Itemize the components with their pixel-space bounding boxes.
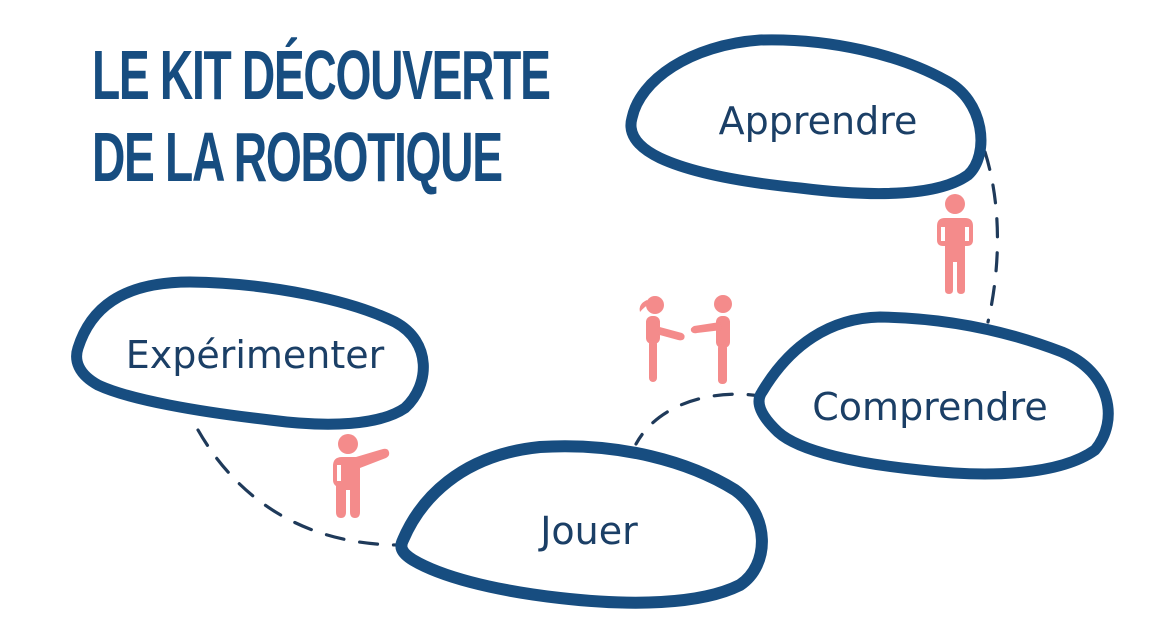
blob-jouer xyxy=(395,440,768,609)
node-apprendre: Apprendre xyxy=(718,99,918,143)
node-experimenter: Expérimenter xyxy=(125,333,385,377)
connector-apprendre-comprendre xyxy=(983,150,1000,324)
node-jouer: Jouer xyxy=(540,509,638,553)
title-line-2: DE LA ROBOTIQUE xyxy=(92,118,503,196)
title-line-1: LE KIT DÉCOUVERTE xyxy=(92,36,551,114)
blob-apprendre xyxy=(625,34,987,200)
page-title: LE KIT DÉCOUVERTE DE LA ROBOTIQUE xyxy=(92,34,551,198)
person-pointing-icon xyxy=(333,434,390,518)
blob-experimenter xyxy=(71,276,429,430)
people-handshake-icon xyxy=(639,295,732,384)
connector-comprendre-jouer xyxy=(634,392,768,446)
person-standing-icon xyxy=(937,194,973,294)
connector-jouer-experimenter xyxy=(196,428,402,547)
blob-comprendre xyxy=(753,311,1114,480)
node-comprendre: Comprendre xyxy=(812,385,1048,429)
